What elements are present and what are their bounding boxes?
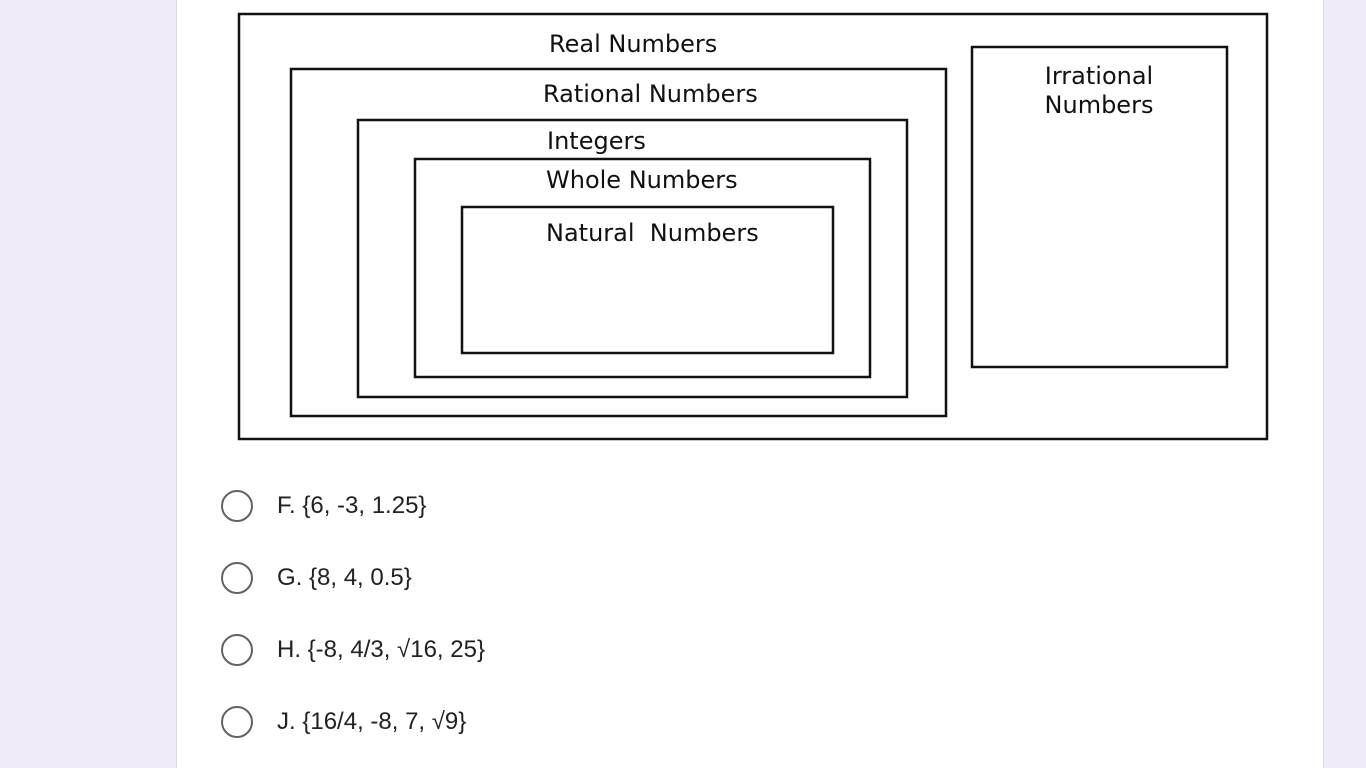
radio-button[interactable] [221,706,253,738]
option-label: H. {-8, 4/3, √16, 25} [277,636,485,663]
radio-button[interactable] [221,634,253,666]
real-numbers-label: Real Numbers [549,30,717,58]
option-label: G. {8, 4, 0.5} [277,564,412,591]
rational-numbers-label: Rational Numbers [543,80,758,108]
irrational-numbers-box [970,45,1229,369]
option-label: J. {16/4, -8, 7, √9} [277,708,467,735]
radio-button[interactable] [221,562,253,594]
integers-label: Integers [547,127,646,155]
natural-numbers-box [460,205,835,355]
option-h[interactable]: H. {-8, 4/3, √16, 25} [221,614,485,686]
radio-button[interactable] [221,490,253,522]
question-card: Real Numbers Rational Numbers Integers W… [176,0,1324,768]
option-label: F. {6, -3, 1.25} [277,492,427,519]
option-j[interactable]: J. {16/4, -8, 7, √9} [221,686,485,758]
answer-options: F. {6, -3, 1.25} G. {8, 4, 0.5} H. {-8, … [221,470,485,758]
irrational-numbers-label-line1: Irrational [1045,62,1153,90]
natural-numbers-label: Natural Numbers [546,219,759,247]
whole-numbers-label: Whole Numbers [546,166,738,194]
real-numbers-box [237,12,1269,441]
rational-numbers-box [289,67,948,418]
whole-numbers-box [413,157,872,379]
option-g[interactable]: G. {8, 4, 0.5} [221,542,485,614]
irrational-numbers-label-line2: Numbers [1045,91,1154,119]
integers-box [356,118,909,399]
number-sets-diagram: Real Numbers Rational Numbers Integers W… [237,12,1269,441]
option-f[interactable]: F. {6, -3, 1.25} [221,470,485,542]
